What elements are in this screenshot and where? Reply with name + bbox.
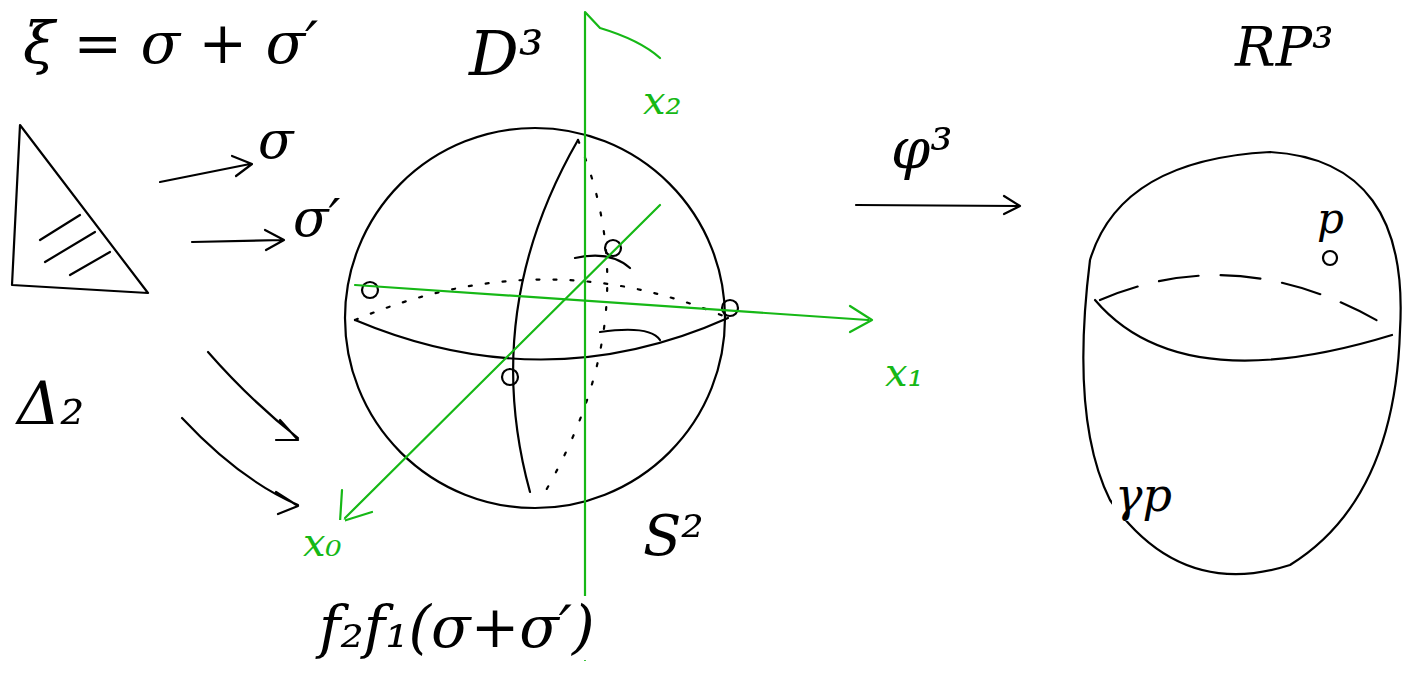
formula-label: f₂f₁(σ+σ′) [316, 596, 598, 660]
meridian-back [545, 140, 607, 492]
formula-label: ξ = σ + σ′ [20, 12, 321, 76]
map-arrow [182, 418, 298, 514]
map-arrow [856, 196, 1020, 214]
point-dot [1323, 251, 1337, 265]
vertex-dot [362, 282, 378, 298]
axis-label: x₀ [300, 520, 345, 564]
meridian-front [513, 140, 578, 492]
map-label: φ³ [888, 118, 956, 180]
point-label: p [1314, 196, 1347, 242]
vertex-dot [502, 369, 518, 385]
hatching [40, 215, 110, 275]
map-arrow [160, 156, 252, 182]
space-label: S² [640, 505, 707, 567]
space-label: D³ [466, 20, 547, 88]
sphere-outline [345, 128, 725, 508]
equator-front [1095, 300, 1392, 361]
space-label: RP³ [1232, 18, 1337, 77]
sketch-stroke [575, 256, 660, 340]
equator-back [355, 279, 728, 320]
vertex-dot [722, 300, 738, 316]
axis-line [355, 285, 872, 332]
simplex-label: Δ₂ [14, 370, 87, 436]
axis-label: x₂ [640, 78, 685, 122]
map-label: σ [255, 112, 297, 169]
projective-space-outline [1083, 152, 1400, 574]
loop-label: γp [1112, 470, 1175, 521]
map-arrow [192, 230, 284, 250]
equator-back [1100, 275, 1385, 325]
axis-label: x₁ [882, 350, 927, 394]
axis-line [340, 205, 660, 522]
vertex-dot [605, 240, 621, 256]
map-label: σ′ [290, 190, 343, 247]
simplex-triangle [12, 125, 148, 293]
map-arrow [208, 352, 298, 440]
